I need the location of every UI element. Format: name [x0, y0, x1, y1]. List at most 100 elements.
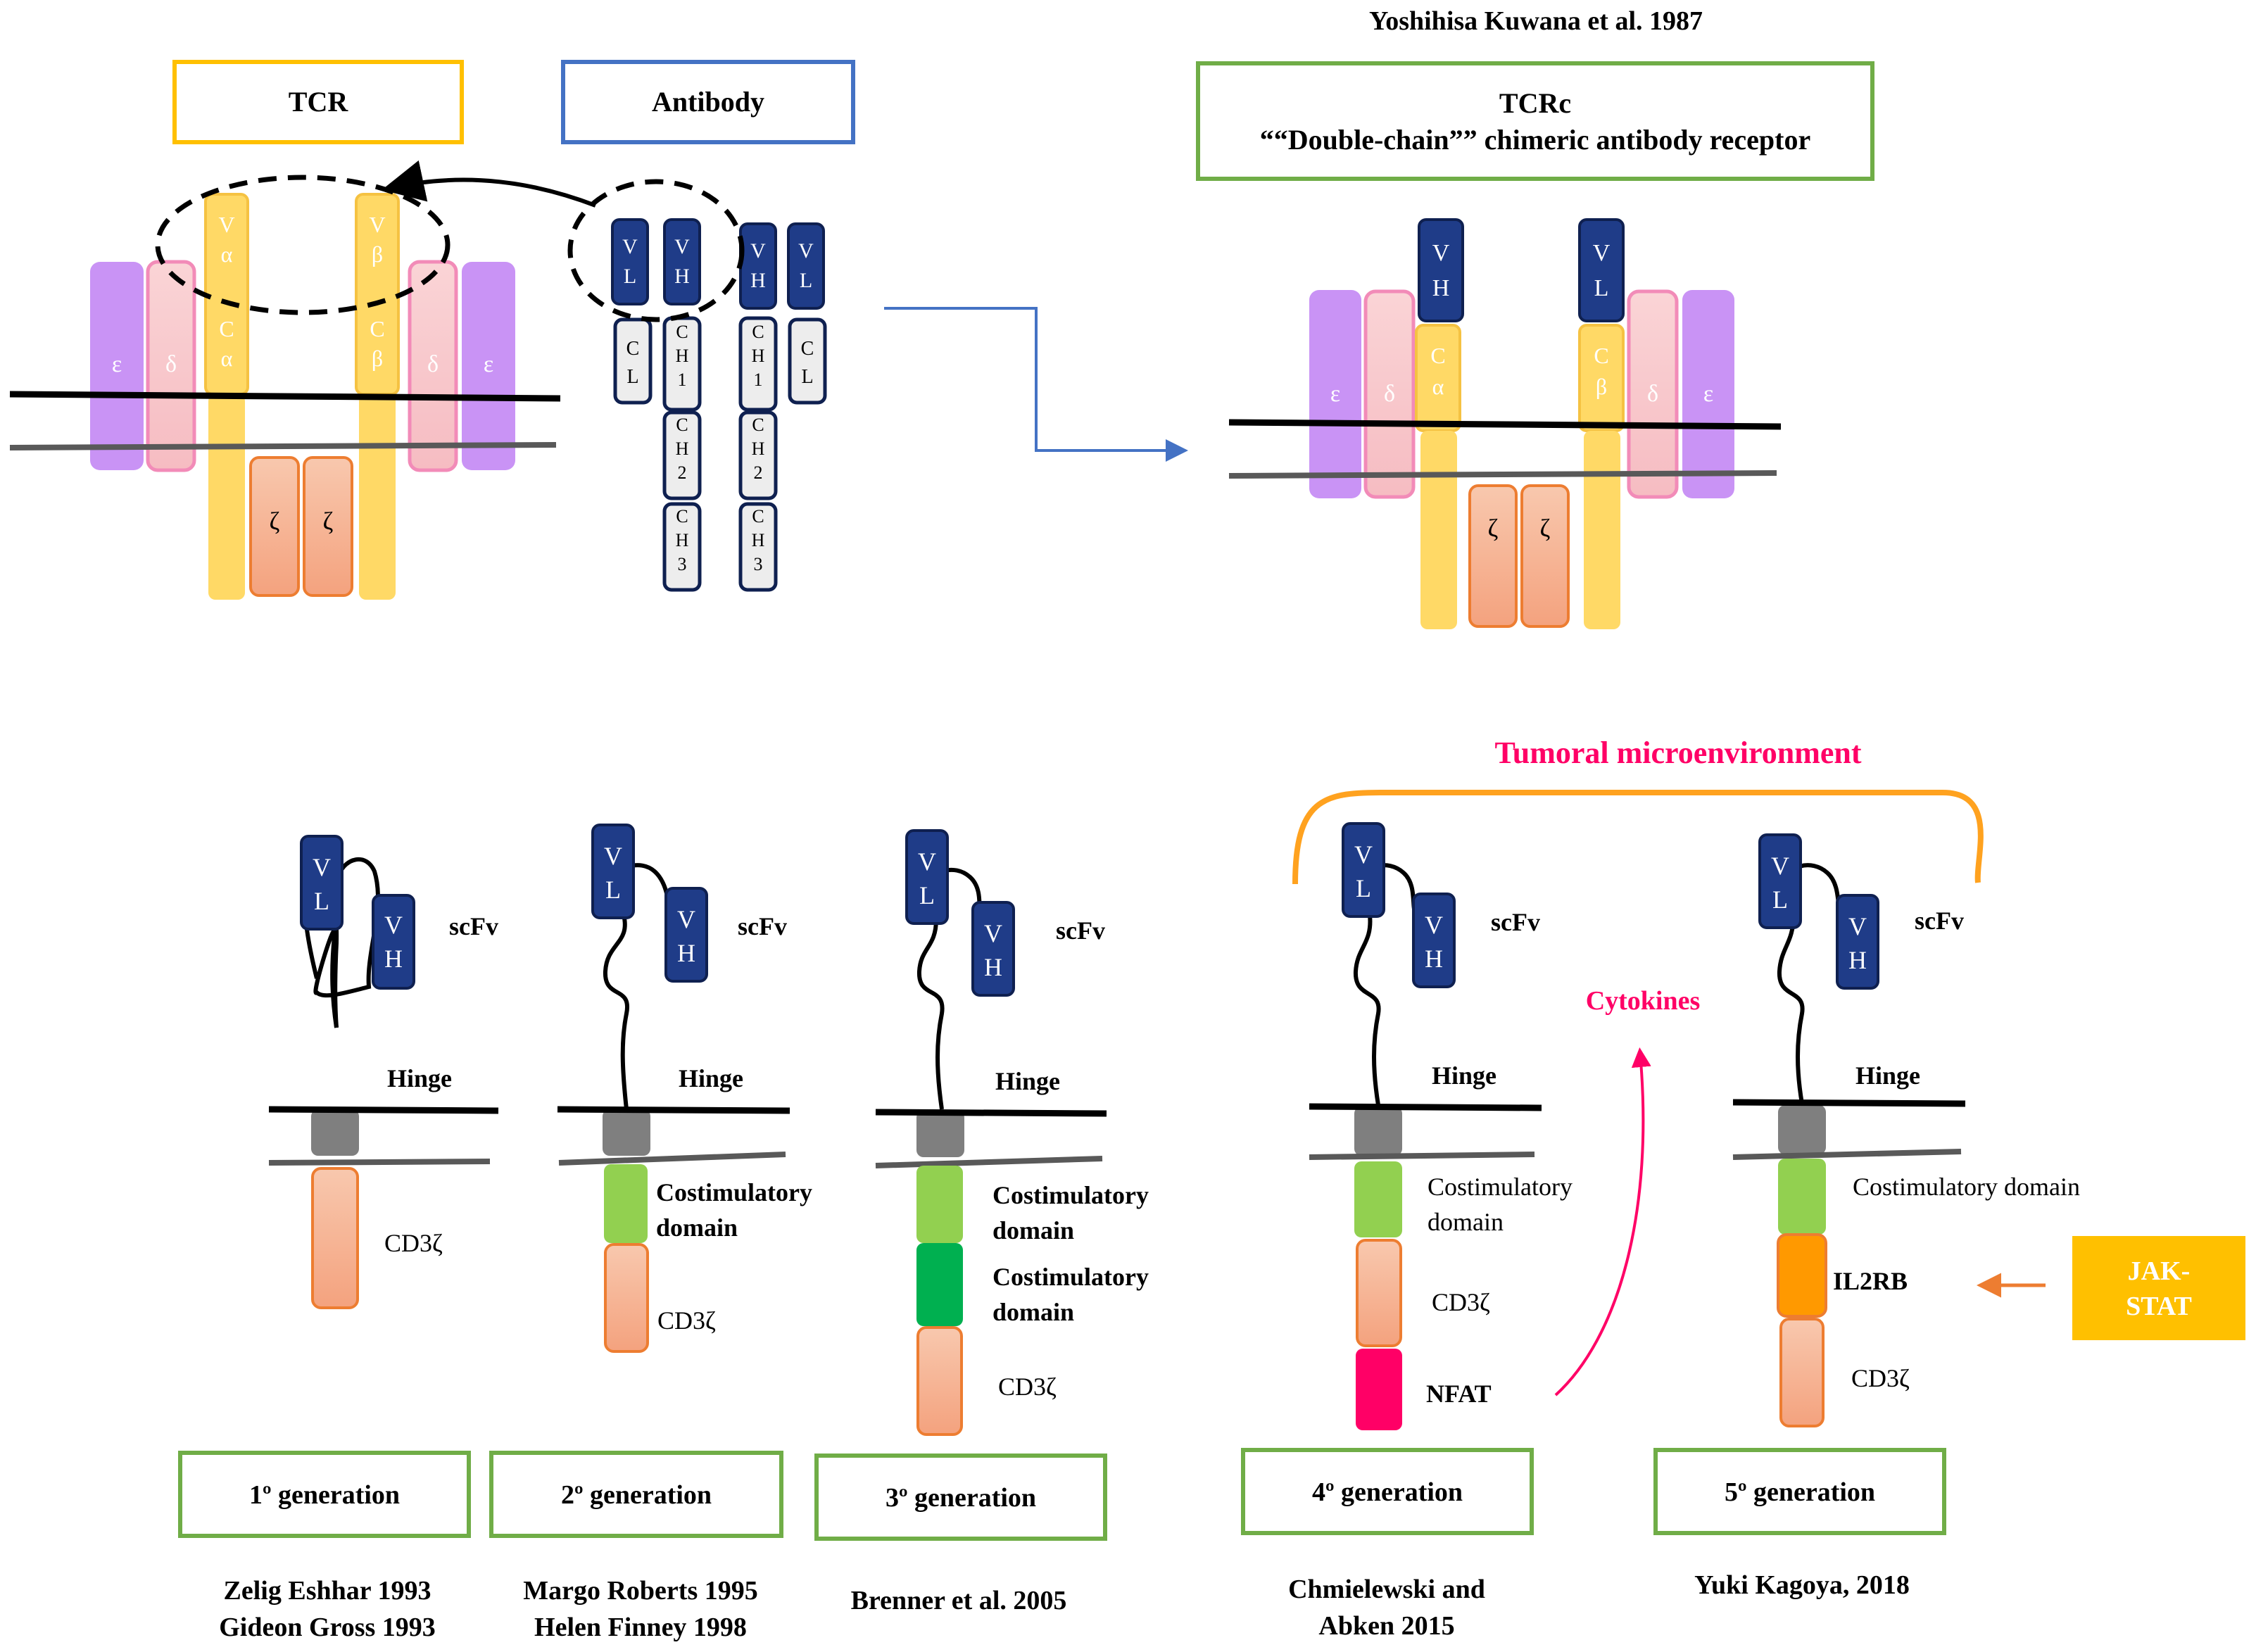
svg-text:V: V [313, 853, 331, 881]
svg-text:C: C [676, 415, 688, 435]
svg-text:V: V [384, 911, 403, 939]
svg-text:3: 3 [678, 554, 687, 574]
svg-text:domain: domain [1428, 1208, 1504, 1236]
svg-text:L: L [1356, 874, 1371, 902]
svg-text:CD3ζ: CD3ζ [1432, 1288, 1490, 1316]
gen2-author-2: Helen Finney 1998 [534, 1613, 747, 1642]
svg-text:ζ: ζ [323, 507, 334, 535]
svg-text:2: 2 [678, 462, 687, 483]
cytokines-arrow [1554, 1047, 1651, 1396]
svg-text:H: H [676, 439, 689, 459]
svg-text:V: V [984, 919, 1002, 947]
svg-text:H: H [384, 945, 403, 973]
svg-text:C: C [752, 506, 764, 527]
svg-text:β: β [1596, 374, 1607, 399]
tcr-label-box: TCR [172, 60, 464, 144]
tcr-variable-region-ellipse [155, 175, 450, 315]
svg-text:ζ: ζ [1540, 514, 1551, 542]
svg-text:5º generation: 5º generation [1725, 1477, 1875, 1507]
svg-text:H: H [1848, 946, 1867, 974]
variable-region-swap-arrow [382, 160, 597, 208]
cd3-delta-right [408, 260, 458, 472]
svg-text:δ: δ [165, 351, 177, 377]
svg-text:C: C [219, 316, 234, 341]
antibody-ch2-left [662, 410, 702, 500]
svg-text:δ: δ [427, 351, 439, 377]
svg-text:Hinge: Hinge [679, 1064, 743, 1092]
svg-text:CD3ζ: CD3ζ [384, 1229, 443, 1257]
zeta-chain-right [303, 456, 353, 597]
gen3-author-1: Brenner et al. 2005 [851, 1586, 1067, 1615]
tcr-label: TCR [289, 86, 349, 118]
antibody-vl-right [787, 222, 825, 310]
svg-text:2: 2 [754, 462, 763, 483]
svg-text:2º generation: 2º generation [561, 1480, 712, 1510]
svg-text:Costimulatory domain: Costimulatory domain [1853, 1173, 2080, 1201]
svg-text:CD3ζ: CD3ζ [998, 1373, 1057, 1401]
generation-label-2: 2º generation [489, 1451, 783, 1538]
svg-text:V: V [750, 239, 766, 263]
svg-text:L: L [626, 366, 638, 388]
antibody-vh-right [739, 222, 777, 310]
svg-text:CD3ζ: CD3ζ [657, 1306, 716, 1335]
cd3-epsilon-right [462, 262, 515, 470]
antibody-cl-left [613, 317, 653, 405]
svg-text:scFv: scFv [738, 912, 787, 940]
tcr-alpha-tail [208, 394, 245, 600]
svg-text:H: H [752, 439, 765, 459]
svg-text:δ: δ [1384, 381, 1395, 407]
svg-text:STAT: STAT [2126, 1292, 2192, 1321]
svg-text:H: H [1425, 945, 1443, 973]
car-gen1: V L V H scFv Hinge CD3ζ [268, 835, 499, 1309]
svg-text:L: L [314, 887, 329, 915]
antibody-label-box: Antibody [561, 60, 855, 144]
membrane-inner-line [9, 442, 557, 450]
svg-text:C: C [1594, 343, 1608, 368]
svg-text:1: 1 [754, 370, 763, 390]
svg-text:V: V [622, 235, 638, 258]
svg-text:Hinge: Hinge [1855, 1061, 1920, 1090]
svg-text:ε: ε [484, 351, 493, 377]
gen5-author-1: Yuki Kagoya, 2018 [1694, 1570, 1910, 1600]
antibody-structure: V L V H V H V L C L C H 1 C H 1 C L [567, 179, 827, 592]
antibody-ch3-left [662, 502, 702, 592]
tcrc-title-box: TCRc ““Double-chain”” chimeric antibody … [1196, 61, 1874, 181]
svg-text:β: β [372, 346, 383, 371]
svg-text:IL2RB: IL2RB [1833, 1267, 1908, 1295]
tcrc-subtitle: ““Double-chain”” chimeric antibody recep… [1260, 124, 1811, 156]
svg-text:V: V [369, 212, 385, 237]
zeta-chain-left [249, 456, 300, 597]
svg-text:V: V [918, 847, 936, 876]
svg-text:C: C [370, 316, 384, 341]
svg-text:V: V [798, 239, 814, 263]
to-tcrc-arrow [884, 307, 1188, 462]
gen2-author-1: Margo Roberts 1995 [523, 1576, 757, 1606]
tumoral-bracket [1292, 790, 1984, 885]
svg-text:H: H [676, 530, 689, 550]
svg-text:V: V [1354, 840, 1373, 869]
tcrc-citation: Yoshihisa Kuwana et al. 1987 [1369, 6, 1703, 36]
generation-label-3: 3º generation [814, 1454, 1107, 1541]
svg-text:H: H [1432, 275, 1450, 301]
svg-text:domain: domain [656, 1213, 738, 1242]
svg-text:4º generation: 4º generation [1312, 1477, 1463, 1507]
svg-text:V: V [1432, 240, 1450, 266]
svg-text:H: H [677, 939, 695, 967]
antibody-vl-left [611, 218, 649, 305]
svg-text:H: H [674, 265, 690, 288]
svg-text:CD3ζ: CD3ζ [1851, 1364, 1910, 1392]
svg-text:L: L [605, 876, 621, 904]
svg-text:scFv: scFv [1491, 908, 1540, 936]
cd3-epsilon-left [90, 262, 144, 470]
car-gen5: V L V H scFv Hinge Costimulatory domain … [1732, 833, 2245, 1427]
antibody-ch1-right [738, 316, 778, 412]
svg-text:H: H [752, 530, 765, 550]
svg-text:L: L [800, 269, 812, 292]
svg-text:1: 1 [678, 370, 687, 390]
tcr-beta-tail [359, 394, 396, 600]
svg-text:C: C [1430, 343, 1445, 368]
gen4-author-2: Abken 2015 [1318, 1611, 1454, 1641]
gen4-author-1: Chmielewski and [1288, 1575, 1485, 1604]
generation-label-5: 5º generation [1653, 1448, 1946, 1535]
